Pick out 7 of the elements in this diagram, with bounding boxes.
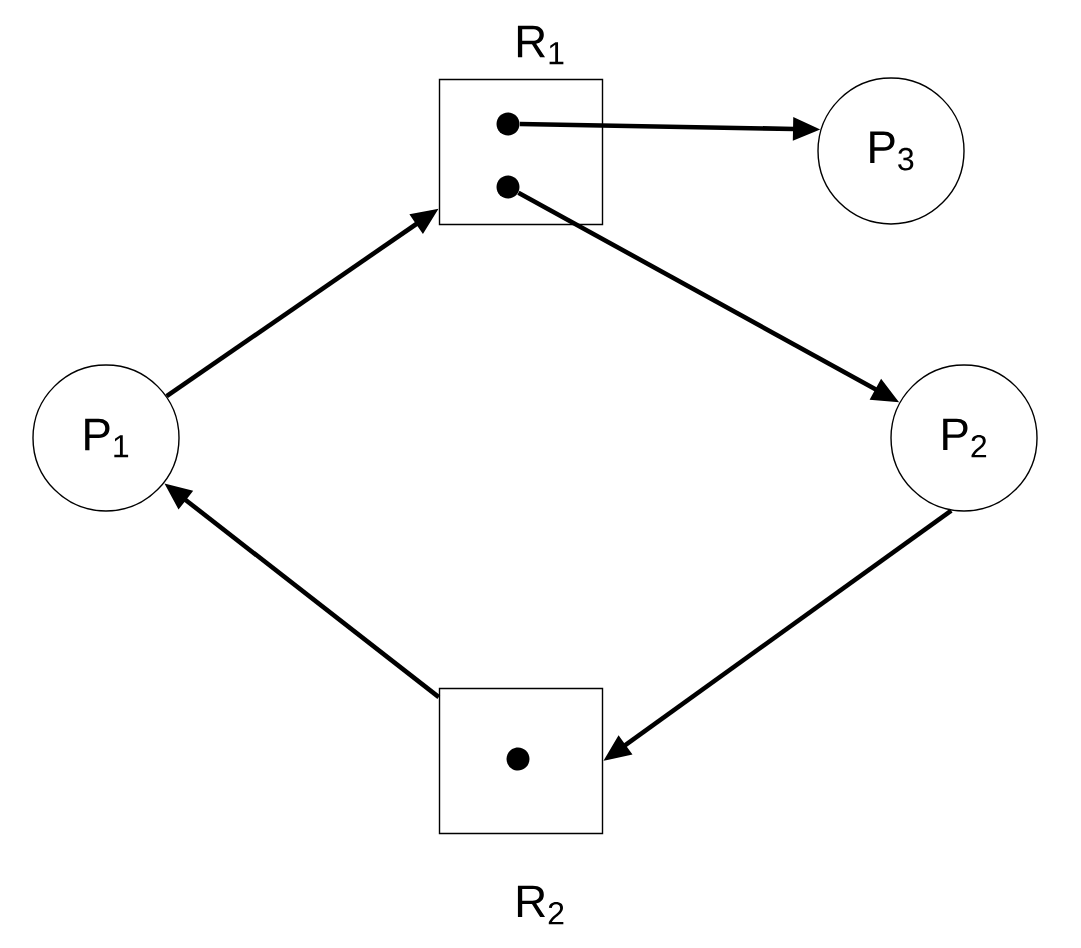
instance-dot	[496, 175, 520, 199]
resource-box: R$_{1}$	[438, 25, 604, 226]
instance-dot	[506, 747, 530, 771]
node-label: R$_{1}$	[517, 25, 564, 65]
instance-dot	[496, 112, 520, 136]
resource-box: R$_{2}$	[438, 687, 604, 925]
node-label: R$_{2}$	[517, 885, 564, 925]
